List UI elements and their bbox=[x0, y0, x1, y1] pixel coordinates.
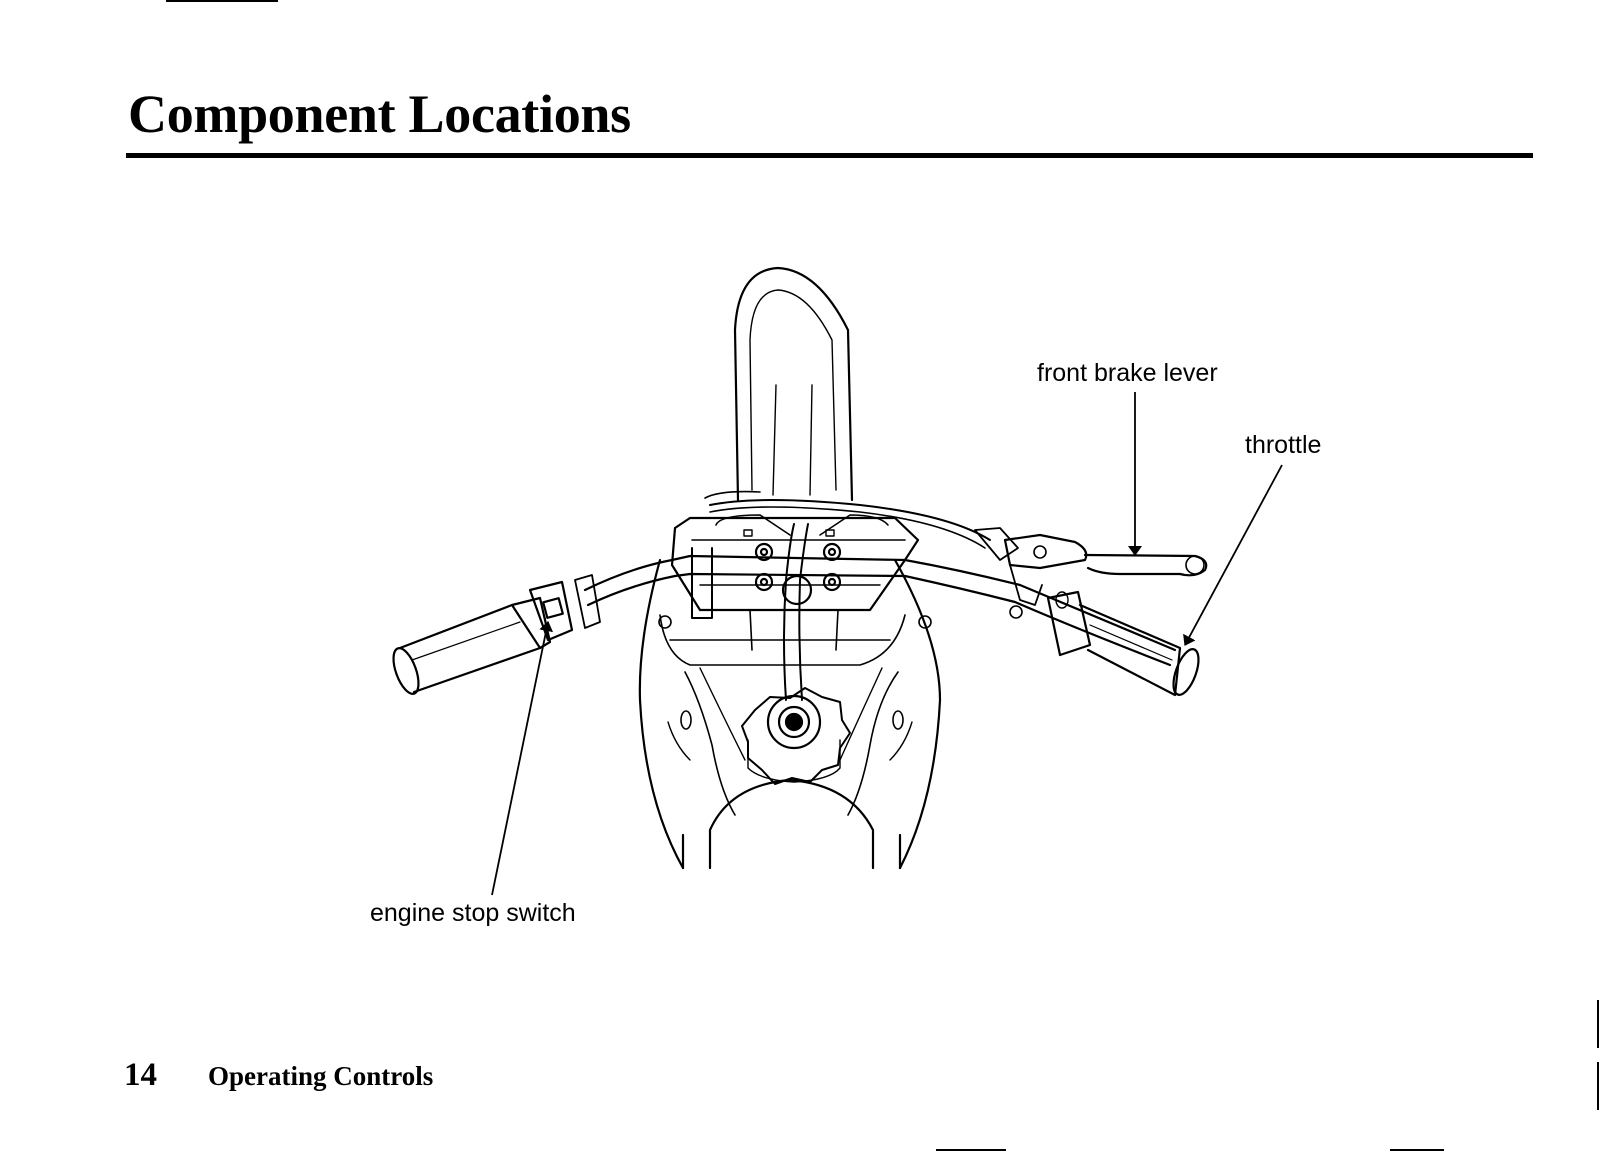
scan-mark-right-2 bbox=[1597, 1062, 1599, 1110]
page-title: Component Locations bbox=[128, 84, 631, 144]
handlebar bbox=[583, 547, 1177, 667]
fuel-cap bbox=[741, 687, 851, 785]
section-name: Operating Controls bbox=[208, 1061, 434, 1091]
front-fender bbox=[733, 266, 854, 502]
engine-stop-switch bbox=[528, 574, 601, 642]
throttle bbox=[1046, 590, 1200, 697]
breather-hose bbox=[783, 523, 795, 701]
title-rule bbox=[126, 153, 1533, 158]
scan-mark-bottom-2 bbox=[1390, 1149, 1444, 1151]
front-brake-lever-label: front brake lever bbox=[1037, 359, 1218, 387]
scan-mark-top bbox=[166, 0, 278, 2]
front-brake-lever bbox=[974, 527, 1208, 619]
engine-stop-switch-label: engine stop switch bbox=[370, 899, 576, 927]
stop-switch-leader bbox=[491, 621, 554, 896]
throttle-label: throttle bbox=[1245, 431, 1322, 459]
left-grip bbox=[392, 596, 552, 695]
throttle-leader bbox=[1183, 464, 1283, 646]
page-number: 14 bbox=[124, 1057, 157, 1093]
scan-mark-bottom-1 bbox=[936, 1149, 1006, 1151]
tank-and-number-plate bbox=[638, 558, 942, 870]
page-footer: 14 Operating Controls bbox=[124, 1057, 433, 1094]
triple-clamp bbox=[658, 514, 932, 651]
scan-mark-right-1 bbox=[1597, 1000, 1599, 1048]
brake-cable bbox=[709, 499, 991, 541]
